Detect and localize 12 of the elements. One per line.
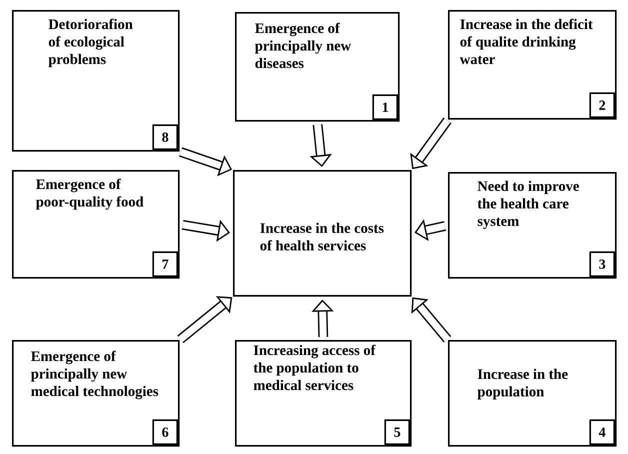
block-arrow (410, 118, 452, 170)
effect-box: Increase in the costs of health services (233, 170, 412, 297)
number-box: 4 (589, 419, 615, 445)
number-box: 5 (384, 419, 410, 445)
number-box: 7 (152, 251, 178, 277)
number-box: 1 (372, 94, 398, 120)
number-box: 2 (589, 92, 615, 118)
number-box: 6 (152, 419, 178, 445)
block-arrow (177, 296, 232, 344)
number-box: 3 (589, 251, 615, 277)
block-arrow (411, 297, 452, 342)
number-box: 8 (152, 124, 178, 150)
